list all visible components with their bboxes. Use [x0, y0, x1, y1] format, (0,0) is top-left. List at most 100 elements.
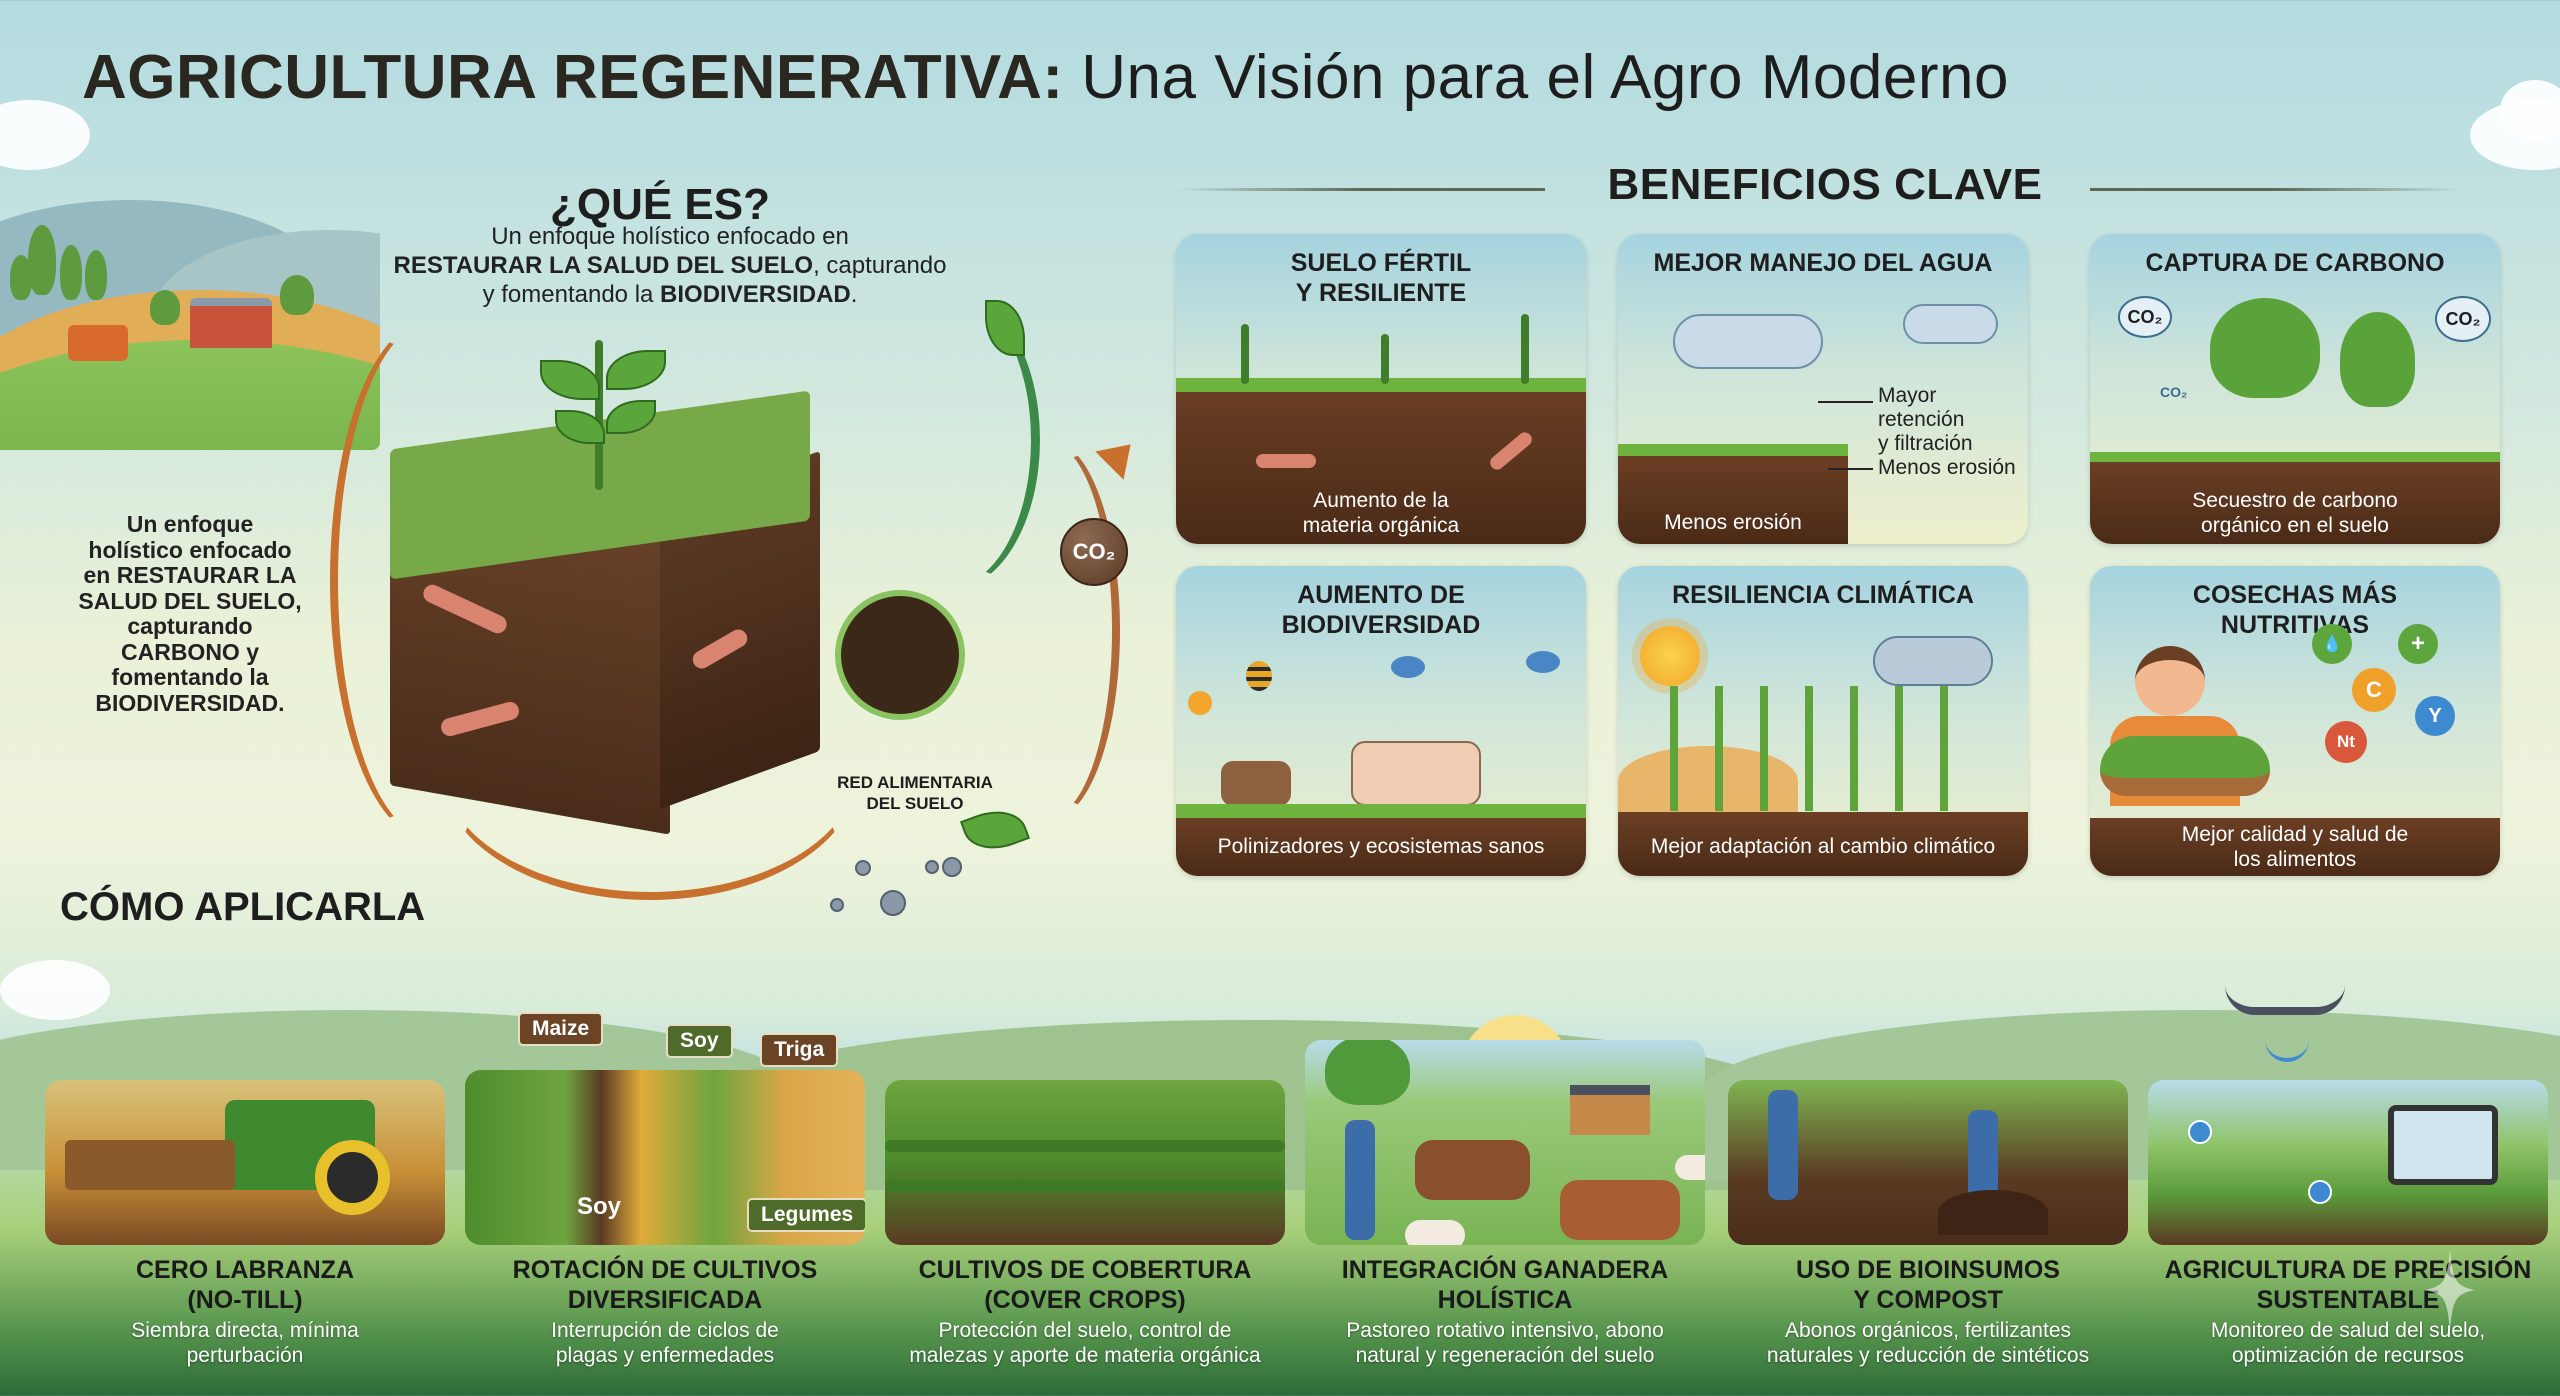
beneficios-heading: BENEFICIOS CLAVE — [1607, 160, 2043, 209]
tractor-icon — [68, 325, 128, 361]
bird-icon — [1391, 656, 1425, 678]
cloud-decoration — [2500, 80, 2560, 140]
crop-tag-legumes: Legumes — [747, 1198, 865, 1232]
pointer-line — [1818, 401, 1873, 403]
sheep-icon — [1405, 1220, 1465, 1245]
goat-icon — [1221, 761, 1291, 806]
drone-icon — [2225, 985, 2345, 1015]
grass-strip — [1618, 444, 1848, 458]
soil-layer — [1176, 384, 1586, 544]
tree-icon — [2210, 298, 2320, 398]
leaf-icon — [606, 350, 666, 390]
soil-layer — [2090, 818, 2500, 876]
soil-layer — [1618, 456, 1848, 544]
sparkle-icon — [2425, 1250, 2475, 1330]
seedling-icon — [1241, 324, 1249, 384]
que-es-heading: ¿QUÉ ES? — [549, 180, 771, 229]
page-title: AGRICULTURA REGENERATIVA: Una Visión par… — [82, 40, 2502, 116]
crop-tag-soy-top: Soy — [666, 1024, 733, 1058]
tree-icon — [28, 225, 56, 295]
crop-tag-maize: Maize — [518, 1012, 604, 1046]
molecule-icon — [855, 860, 871, 876]
cycle-arrow-green-right — [860, 290, 1040, 590]
card-title: CAPTURA DE CARBONO — [2145, 249, 2445, 277]
practice-label: CERO LABRANZA(NO-TILL) — [135, 1256, 355, 1314]
cow-icon — [1560, 1180, 1680, 1240]
card-caption: Polinizadores y ecosistemas sanos — [1217, 835, 1545, 858]
molecule-icon — [880, 890, 906, 916]
grass-strip — [1176, 378, 1586, 392]
co2-bubble: CO₂ — [1060, 518, 1128, 586]
farmer-icon — [1768, 1090, 1798, 1200]
divider-line — [1175, 188, 1545, 191]
sensor-icon — [2308, 1180, 2332, 1204]
rain-cloud-icon — [1673, 314, 1823, 369]
tree-icon — [1325, 1040, 1410, 1105]
como-aplicarla-heading: CÓMO APLICARLA — [60, 885, 426, 929]
card-caption: Mejor adaptación al cambio climático — [1650, 835, 1996, 858]
title-light: Una Visión para el Agro Moderno — [1063, 43, 2009, 112]
soil-layer — [2090, 462, 2500, 544]
practice-label: CULTIVOS DE COBERTURA(COVER CROPS) — [918, 1256, 1252, 1314]
practice-image-bioinsumos — [1728, 1080, 2128, 1245]
tree-icon — [280, 275, 314, 315]
leaf-icon — [540, 360, 600, 400]
rain-cloud-icon — [1903, 304, 1998, 344]
co2-bubble-icon: CO₂ — [2435, 296, 2491, 342]
card-title: MEJOR MANEJO DEL AGUA — [1653, 249, 1993, 277]
cycle-arrow-brown-right — [980, 440, 1120, 820]
cloud-decoration — [0, 100, 90, 170]
molecule-icon — [942, 857, 962, 877]
practice-image-cero-labranza — [45, 1080, 445, 1245]
arrow-to-benefits-icon — [1095, 430, 1145, 480]
rain-cloud-icon — [1873, 636, 1993, 686]
tree-icon — [150, 290, 180, 325]
cow-icon — [1351, 741, 1481, 806]
soil-cross-section-illustration — [380, 330, 840, 850]
farm-landscape-illustration — [0, 170, 380, 450]
cycle-arrow-orange-left — [330, 320, 530, 840]
sensor-icon — [2188, 1120, 2212, 1144]
bottom-landscape-band — [0, 940, 2560, 1190]
crop-tag-triga: Triga — [760, 1033, 839, 1067]
nutrient-icon: C — [2352, 668, 2396, 712]
crop-tag-soy-bottom: Soy — [577, 1193, 622, 1220]
pointer-line — [1828, 468, 1873, 470]
seedling-icon — [1381, 334, 1389, 384]
card-title: RESILIENCIA CLIMÁTICA — [1672, 581, 1974, 609]
tree-icon — [60, 245, 82, 300]
farmer-icon — [2135, 646, 2205, 716]
nutrient-icon: Nt — [2325, 721, 2367, 763]
sheep-icon — [1675, 1155, 1705, 1180]
nutrient-icon: Y — [2415, 696, 2455, 736]
que-es-description: Un enfoque holístico enfocado en RESTAUR… — [393, 223, 947, 308]
seeder-icon — [65, 1140, 235, 1190]
drone-signal-icon — [2265, 1040, 2309, 1062]
plant-icon — [595, 340, 603, 490]
compost-pile-icon — [1938, 1190, 2048, 1235]
practice-image-rotacion-cultivos: Soy Legumes — [465, 1070, 865, 1245]
divider-line — [2090, 188, 2460, 191]
tree-icon — [2340, 312, 2415, 407]
title-bold: AGRICULTURA REGENERATIVA: — [82, 43, 1064, 112]
farmer-icon — [1345, 1120, 1375, 1240]
molecule-icon — [830, 898, 844, 912]
practice-description: Monitoreo de salud del suelo,optimizació… — [2210, 1319, 2486, 1367]
molecule-icon — [925, 860, 939, 874]
erosion-label: Menos erosión — [1878, 456, 2016, 479]
barn-icon — [1570, 1085, 1650, 1135]
